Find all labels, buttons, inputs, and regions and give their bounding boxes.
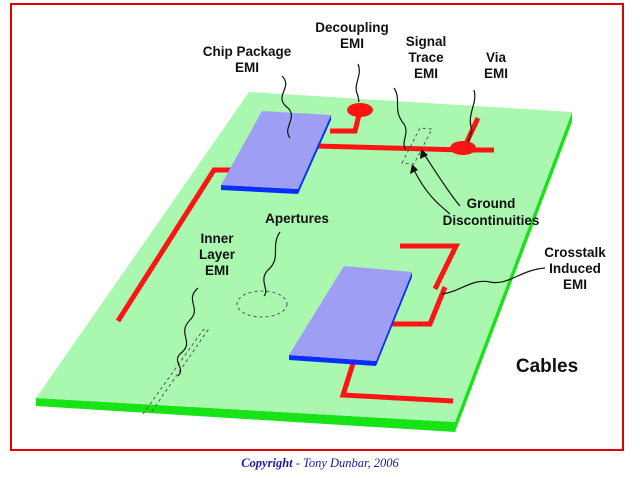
svg-text:Inner: Inner bbox=[200, 231, 234, 246]
via bbox=[450, 141, 476, 155]
svg-text:Induced: Induced bbox=[549, 261, 601, 276]
traces bbox=[115, 110, 494, 404]
label-signal-trace: Signal Trace EMI bbox=[406, 34, 447, 81]
svg-text:EMI: EMI bbox=[414, 66, 438, 81]
pointer-ground-b bbox=[423, 153, 461, 207]
arrowhead-ground-a bbox=[410, 164, 418, 174]
pointer-ground-a bbox=[413, 169, 451, 215]
label-via: Via EMI bbox=[484, 50, 508, 81]
label-apertures: Apertures bbox=[265, 211, 329, 226]
svg-text:Chip Package: Chip Package bbox=[203, 44, 292, 59]
pointer-via bbox=[467, 89, 476, 143]
label-chip-package: Chip Package EMI bbox=[203, 44, 292, 75]
trace-cable-lower bbox=[339, 353, 454, 404]
pointer-decoupling bbox=[355, 63, 360, 103]
copyright-author: - Tony Dunbar, 2006 bbox=[292, 456, 399, 470]
board-right-edge bbox=[455, 112, 572, 432]
decoupling-capacitor bbox=[347, 103, 373, 117]
pointer-apertures bbox=[263, 231, 281, 297]
chip-package-lower bbox=[289, 266, 412, 366]
svg-text:EMI: EMI bbox=[235, 60, 259, 75]
svg-text:Signal: Signal bbox=[406, 34, 447, 49]
svg-text:EMI: EMI bbox=[205, 263, 229, 278]
trace-left bbox=[115, 167, 235, 323]
copyright-line: Copyright - Tony Dunbar, 2006 bbox=[0, 456, 640, 471]
trace-decoupling bbox=[330, 110, 363, 134]
label-decoupling: Decoupling EMI bbox=[315, 20, 389, 51]
svg-text:Apertures: Apertures bbox=[265, 211, 329, 226]
diagram-frame bbox=[10, 3, 624, 451]
trace-crosstalk-lower bbox=[390, 286, 448, 327]
svg-text:Discontinuities: Discontinuities bbox=[443, 213, 540, 228]
ground-discontinuity-slot bbox=[401, 127, 433, 165]
arrowhead-ground-b bbox=[420, 149, 428, 159]
chip-package-upper bbox=[221, 111, 331, 194]
svg-text:EMI: EMI bbox=[563, 277, 587, 292]
svg-text:Layer: Layer bbox=[199, 247, 236, 262]
copyright-word: Copyright bbox=[241, 456, 293, 470]
svg-text:Ground: Ground bbox=[467, 196, 516, 211]
label-crosstalk: Crosstalk Induced EMI bbox=[544, 245, 606, 292]
trace-crosstalk-upper bbox=[400, 243, 461, 291]
pointer-crosstalk bbox=[441, 267, 546, 295]
svg-text:Trace: Trace bbox=[408, 50, 444, 65]
aperture-outline bbox=[236, 290, 288, 318]
svg-text:Cables: Cables bbox=[516, 356, 578, 377]
pointer-signal-trace bbox=[393, 87, 407, 151]
svg-text:EMI: EMI bbox=[484, 66, 508, 81]
label-cables: Cables bbox=[516, 356, 578, 377]
svg-text:Crosstalk: Crosstalk bbox=[544, 245, 606, 260]
svg-text:Decoupling: Decoupling bbox=[315, 20, 389, 35]
pointer-chip-package bbox=[281, 75, 293, 139]
label-inner-layer: Inner Layer EMI bbox=[199, 231, 236, 278]
board-front-edge bbox=[36, 398, 455, 432]
svg-text:EMI: EMI bbox=[340, 36, 364, 51]
svg-text:Via: Via bbox=[486, 50, 507, 65]
label-ground-discontinuities: Ground Discontinuities bbox=[443, 196, 540, 228]
pointer-inner-layer bbox=[176, 287, 199, 377]
